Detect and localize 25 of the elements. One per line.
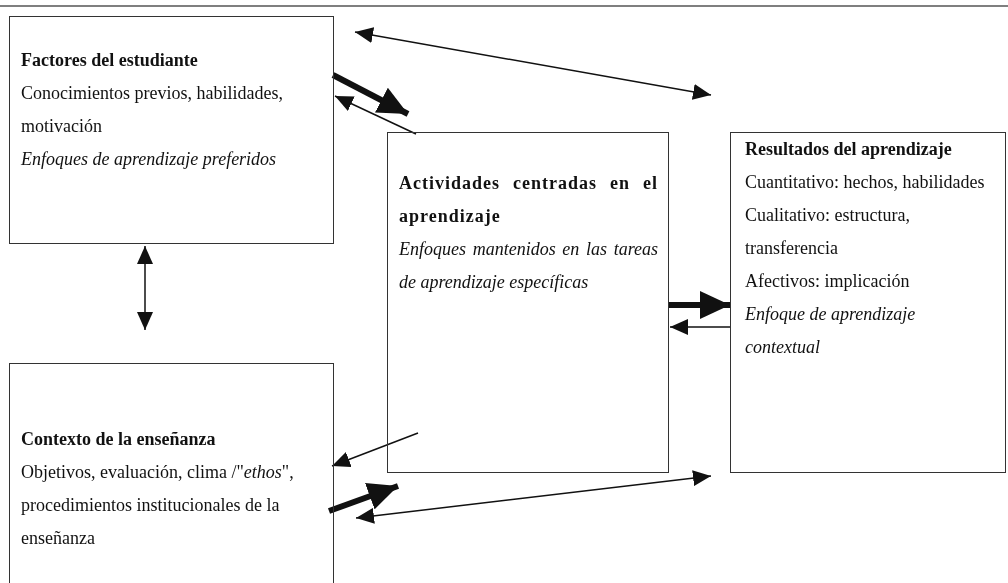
box-heading: Factores del estudiante: [21, 49, 199, 72]
arrow: [354, 27, 712, 100]
arrow: [334, 95, 417, 135]
text-box: [9, 16, 334, 244]
box-text: Objetivos, evaluación, clima /"ethos", procedimientos institucionales de la enseñanza: [21, 461, 295, 550]
box-text: Enfoque de aprendizaje contextual: [745, 303, 917, 359]
box-text: Cualitativo: estructura, transferencia: [745, 204, 911, 260]
arrow: [355, 470, 712, 524]
box-heading: Contexto de la enseñanza: [21, 428, 217, 451]
box-text: Enfoques mantenidos en las tareas de aprendizaje específicas: [399, 238, 658, 294]
box-text: Enfoques de aprendizaje preferidos: [21, 148, 278, 171]
text-box: [387, 132, 669, 473]
box-text: Cuantitativo: hechos, habilidades: [745, 171, 985, 194]
arrow: [331, 432, 419, 467]
box-heading: Actividades centradas en el aprendizaje: [399, 172, 658, 228]
arrow: [327, 483, 400, 514]
arrow: [668, 291, 730, 319]
arrow: [669, 319, 731, 335]
box-text: Afectivos: implicación: [745, 270, 911, 293]
arrow: [137, 245, 153, 331]
text-box: [9, 363, 334, 583]
box-text: Conocimientos previos, habilidades, motivación: [21, 82, 284, 138]
arrow: [331, 72, 410, 117]
box-heading: Resultados del aprendizaje: [745, 138, 953, 161]
text-box: [730, 132, 1006, 473]
